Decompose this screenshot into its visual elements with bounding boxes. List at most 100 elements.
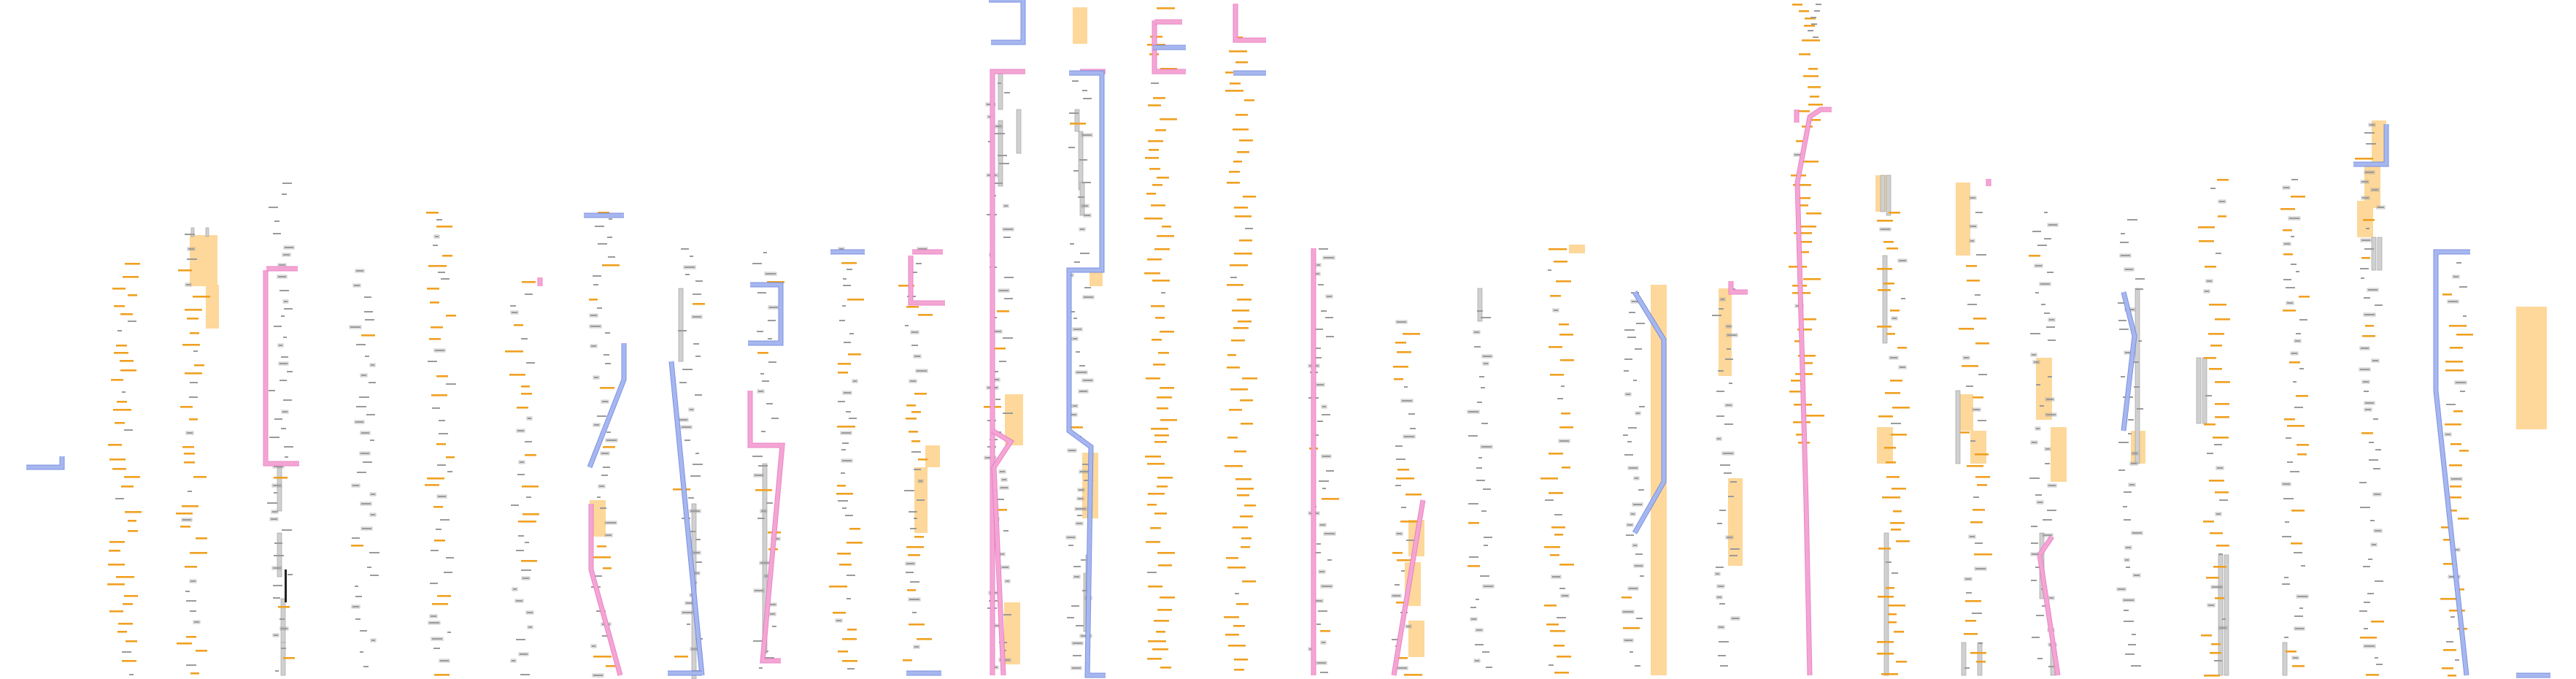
gray-tick bbox=[352, 606, 359, 607]
orange-tick bbox=[2365, 325, 2374, 327]
gray-tick bbox=[2118, 469, 2125, 471]
gray-bar bbox=[1880, 174, 1886, 212]
orange-tick bbox=[1893, 510, 1902, 513]
orange-tick bbox=[1544, 546, 1560, 548]
orange-tick bbox=[2206, 577, 2219, 579]
gray-tick bbox=[282, 529, 292, 531]
orange-tick bbox=[847, 542, 863, 544]
orange-tick bbox=[2203, 521, 2214, 523]
orange-tick bbox=[908, 554, 920, 556]
gray-tick bbox=[2043, 534, 2052, 536]
orange-tick bbox=[518, 521, 536, 523]
orange-tick bbox=[1550, 295, 1561, 297]
gray-tick-outline bbox=[187, 247, 196, 251]
gray-tick-outline bbox=[2035, 426, 2041, 431]
gray-tick bbox=[1636, 323, 1645, 324]
orange-tick bbox=[1975, 476, 1990, 478]
gray-tick bbox=[1481, 510, 1486, 512]
orange-tick bbox=[1550, 630, 1565, 632]
gray-tick-outline bbox=[2376, 205, 2386, 210]
gray-tick bbox=[435, 236, 439, 237]
orange-tick bbox=[2449, 464, 2462, 467]
orange-tick bbox=[1234, 450, 1246, 453]
orange-tick bbox=[1559, 564, 1574, 566]
orange-tick bbox=[1468, 522, 1479, 524]
gray-tick-outline bbox=[1321, 454, 1332, 459]
gray-tick bbox=[2035, 265, 2042, 266]
orange-tick bbox=[903, 659, 912, 661]
gray-tick bbox=[678, 330, 687, 331]
gray-tick bbox=[2295, 628, 2304, 629]
gray-tick-outline bbox=[512, 587, 518, 591]
gray-tick bbox=[599, 486, 604, 487]
orange-tick bbox=[1229, 409, 1242, 411]
gray-tick bbox=[1728, 496, 1734, 497]
orange-tick bbox=[196, 650, 207, 652]
gray-tick bbox=[186, 284, 190, 285]
gray-tick bbox=[1978, 420, 1986, 421]
gray-tick bbox=[2282, 583, 2290, 585]
gray-tick-outline bbox=[590, 344, 598, 348]
gray-tick-outline bbox=[1065, 535, 1076, 540]
gray-tick bbox=[1080, 229, 1084, 230]
gray-bar bbox=[2218, 554, 2224, 676]
orange-tick bbox=[1157, 407, 1168, 410]
gray-tick bbox=[444, 572, 452, 573]
gray-tick bbox=[2291, 236, 2294, 237]
gray-tick-outline bbox=[1719, 297, 1726, 302]
gray-tick-outline bbox=[1717, 625, 1725, 629]
gray-tick bbox=[1319, 480, 1329, 482]
orange-tick bbox=[120, 360, 134, 362]
orange-tick bbox=[603, 446, 615, 448]
orange-tick bbox=[1160, 331, 1174, 333]
gray-tick bbox=[1626, 394, 1630, 395]
gray-tick bbox=[2128, 433, 2132, 434]
orange-tick bbox=[1157, 477, 1173, 479]
gray-tick-outline bbox=[593, 423, 601, 427]
gray-tick-outline bbox=[1073, 575, 1081, 579]
orange-tick bbox=[525, 454, 536, 456]
gray-tick-outline bbox=[181, 518, 193, 522]
gray-tick bbox=[1482, 651, 1489, 653]
gray-tick bbox=[355, 421, 363, 423]
gray-tick bbox=[1554, 514, 1562, 515]
gray-tick-outline bbox=[852, 379, 858, 383]
gray-tick bbox=[1633, 504, 1642, 505]
gray-tick bbox=[592, 645, 595, 647]
orange-tick bbox=[1157, 552, 1175, 554]
gray-tick bbox=[2032, 231, 2041, 232]
gray-tick bbox=[2210, 188, 2216, 189]
gray-tick bbox=[847, 269, 852, 270]
gray-tick bbox=[2366, 143, 2376, 145]
gray-tick bbox=[526, 362, 535, 364]
gray-tick bbox=[1083, 98, 1092, 99]
gray-tick bbox=[766, 502, 773, 504]
orange-tick bbox=[1158, 564, 1172, 567]
orange-tick bbox=[1152, 280, 1170, 282]
gray-tick bbox=[1322, 642, 1325, 643]
orange-tick bbox=[2215, 597, 2224, 599]
gray-tick bbox=[2294, 552, 2302, 553]
gray-tick-outline bbox=[279, 626, 289, 631]
gray-tick-outline bbox=[2132, 573, 2141, 578]
gray-tick-outline bbox=[2129, 461, 2138, 466]
gray-tick bbox=[1068, 147, 1075, 148]
gray-tick bbox=[2283, 187, 2289, 188]
alignment-path bbox=[1152, 20, 1186, 74]
gray-tick-outline bbox=[2131, 451, 2139, 456]
gray-tick bbox=[525, 294, 533, 295]
orange-tick bbox=[184, 453, 195, 455]
gray-tick bbox=[1624, 454, 1633, 456]
orange-tick bbox=[2210, 345, 2222, 347]
orange-tick bbox=[186, 636, 196, 638]
gray-tick bbox=[1081, 559, 1086, 561]
gray-tick bbox=[2219, 499, 2228, 501]
gray-tick bbox=[2460, 391, 2465, 392]
gray-tick bbox=[2124, 610, 2129, 611]
gray-tick bbox=[182, 519, 191, 521]
gray-tick bbox=[2035, 567, 2040, 568]
gray-tick-outline bbox=[2203, 289, 2210, 294]
orange-tick bbox=[1549, 492, 1563, 494]
gray-tick bbox=[356, 270, 363, 272]
orange-tick bbox=[1878, 415, 1893, 418]
